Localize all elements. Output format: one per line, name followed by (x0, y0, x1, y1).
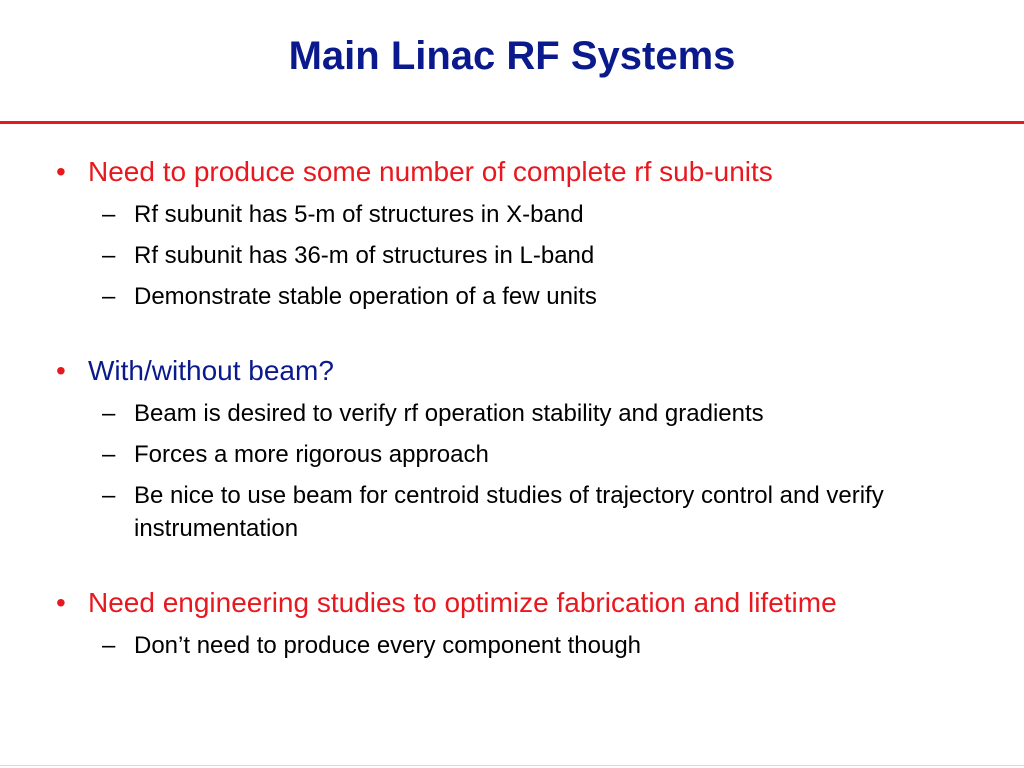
sub-item: – Don’t need to produce every component … (102, 629, 976, 662)
sub-text: Beam is desired to verify rf operation s… (134, 400, 764, 427)
sub-text: Forces a more rigorous approach (134, 441, 489, 468)
sub-text: Be nice to use beam for centroid studies… (134, 482, 884, 542)
sub-list: – Rf subunit has 5-m of structures in X-… (102, 198, 976, 313)
sub-item: – Be nice to use beam for centroid studi… (102, 479, 976, 545)
sub-list: – Don’t need to produce every component … (102, 629, 976, 662)
sub-item: – Rf subunit has 5-m of structures in X-… (102, 198, 976, 231)
bullet-item: • Need engineering studies to optimize f… (56, 583, 976, 623)
dash-marker: – (102, 242, 116, 269)
bullet-marker: • (56, 587, 66, 618)
dash-marker: – (102, 632, 116, 659)
slide-title: Main Linac RF Systems (288, 34, 736, 78)
sub-text: Demonstrate stable operation of a few un… (134, 283, 597, 310)
sub-item: – Beam is desired to verify rf operation… (102, 397, 976, 430)
sub-item: – Rf subunit has 36-m of structures in L… (102, 239, 976, 272)
bullet-text: Need to produce some number of complete … (88, 156, 773, 187)
dash-marker: – (102, 201, 116, 228)
bullet-text: Need engineering studies to optimize fab… (88, 587, 837, 618)
title-divider (0, 121, 1024, 124)
sub-list: – Beam is desired to verify rf operation… (102, 397, 976, 545)
dash-marker: – (102, 400, 116, 427)
sub-text: Rf subunit has 5-m of structures in X-ba… (134, 201, 584, 228)
dash-marker: – (102, 482, 116, 509)
sub-item: – Forces a more rigorous approach (102, 438, 976, 471)
sub-text: Don’t need to produce every component th… (134, 632, 642, 659)
bullet-item: • Need to produce some number of complet… (56, 152, 976, 192)
bullet-marker: • (56, 156, 66, 187)
section-spacer (56, 545, 976, 583)
dash-marker: – (102, 283, 116, 310)
sub-item: – Demonstrate stable operation of a few … (102, 280, 976, 313)
footer-line (0, 765, 1024, 766)
bullet-text: With/without beam? (88, 355, 334, 386)
sub-text: Rf subunit has 36-m of structures in L-b… (134, 242, 595, 269)
dash-marker: – (102, 441, 116, 468)
bullet-marker: • (56, 355, 66, 386)
slide-content: • Need to produce some number of complet… (56, 152, 976, 662)
section-spacer (56, 313, 976, 351)
bullet-item: • With/without beam? (56, 351, 976, 391)
